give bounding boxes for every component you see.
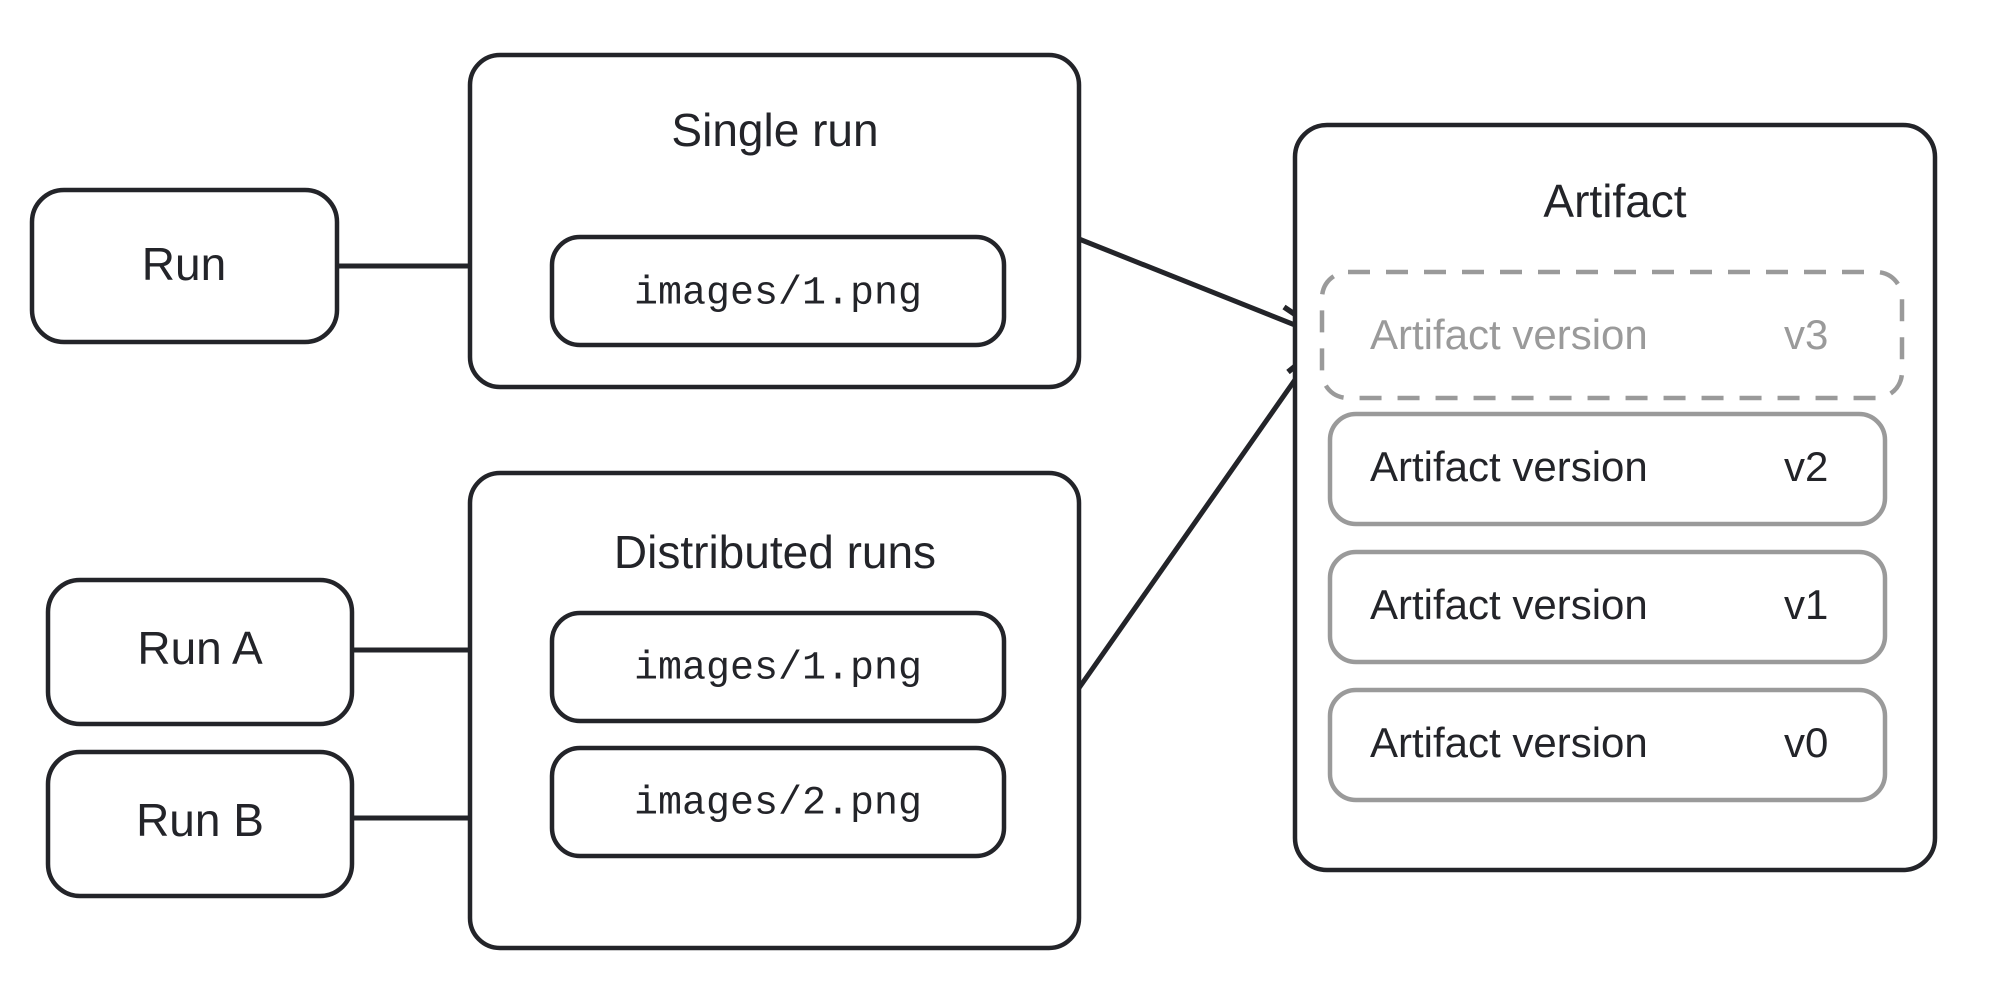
artifact-panel-title: Artifact: [1543, 175, 1686, 227]
artifact-version-v1-number: v1: [1784, 581, 1828, 628]
run-node-label: Run: [142, 238, 226, 290]
distributed-runs-file-2[interactable]: images/2.png: [549, 745, 1007, 859]
run-b-node-label: Run B: [136, 794, 264, 846]
artifact-version-v2-row[interactable]: Artifact version v2: [1327, 411, 1888, 527]
artifact-version-v0-number: v0: [1784, 719, 1828, 766]
run-node[interactable]: Run: [29, 187, 340, 345]
single-run-group-title: Single run: [671, 104, 878, 156]
artifact-panel: Artifact Artifact version v3 Artifact ve…: [1292, 122, 1938, 873]
single-run-file-1[interactable]: images/1.png: [549, 234, 1007, 348]
run-b-node[interactable]: Run B: [45, 749, 355, 899]
artifact-version-v0-label: Artifact version: [1370, 719, 1648, 766]
artifact-version-v3-row[interactable]: Artifact version v3: [1319, 269, 1905, 401]
distributed-runs-group: Distributed runs images/1.png images/2.p…: [467, 470, 1082, 951]
artifact-version-v2-number: v2: [1784, 443, 1828, 490]
artifact-version-v3-number: v3: [1784, 311, 1828, 358]
artifact-version-v1-row[interactable]: Artifact version v1: [1327, 549, 1888, 665]
artifact-version-v0-row[interactable]: Artifact version v0: [1327, 687, 1888, 803]
distributed-runs-file-2-label: images/2.png: [634, 782, 922, 827]
run-a-node-label: Run A: [137, 622, 263, 674]
edge-single-run-to-artifact: [1078, 236, 1326, 340]
artifact-version-v2-label: Artifact version: [1370, 443, 1648, 490]
distributed-runs-file-1-label: images/1.png: [634, 647, 922, 692]
run-a-node[interactable]: Run A: [45, 577, 355, 727]
distributed-runs-file-1[interactable]: images/1.png: [549, 610, 1007, 724]
single-run-group: Single run images/1.png: [467, 52, 1082, 390]
edge-distributed-runs-to-artifact: [1076, 335, 1328, 690]
artifact-version-v3-label: Artifact version: [1370, 311, 1648, 358]
artifact-version-v1-label: Artifact version: [1370, 581, 1648, 628]
single-run-file-1-label: images/1.png: [634, 272, 922, 317]
distributed-runs-group-title: Distributed runs: [614, 526, 936, 578]
